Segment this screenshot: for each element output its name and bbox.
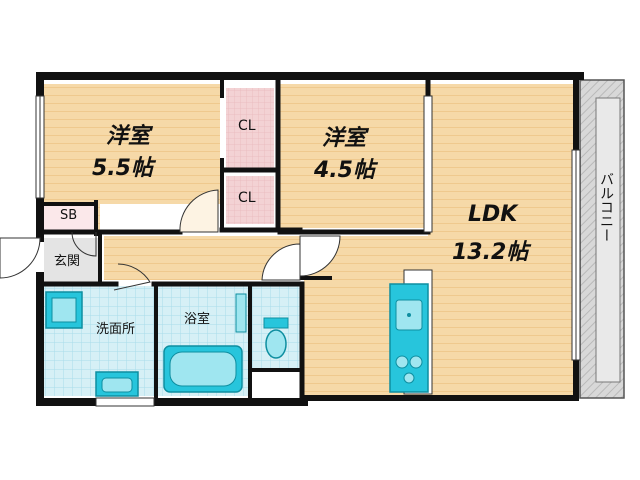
kitchen-counter bbox=[389, 269, 433, 395]
balcony bbox=[579, 79, 625, 399]
ldk-size: 13.2帖 bbox=[452, 240, 529, 265]
western2-name: 洋室 bbox=[322, 126, 367, 151]
bathroom-label: 浴室 bbox=[184, 312, 211, 327]
floors bbox=[44, 84, 574, 396]
balcony-label: バルコニー bbox=[598, 172, 614, 242]
ldk-name: LDK bbox=[468, 202, 518, 227]
doors bbox=[0, 189, 341, 291]
closets bbox=[42, 88, 274, 234]
western1-name: 洋室 bbox=[106, 124, 151, 149]
entrance-label: 玄関 bbox=[54, 254, 81, 269]
windows bbox=[35, 95, 581, 407]
shoebox-label: SB bbox=[60, 208, 78, 223]
closet2-label: CL bbox=[238, 190, 256, 206]
walls bbox=[36, 72, 584, 406]
bath-fixtures bbox=[45, 291, 289, 397]
western2-size: 4.5帖 bbox=[314, 158, 375, 183]
washroom-label: 洗面所 bbox=[96, 322, 136, 337]
western1-size: 5.5帖 bbox=[92, 156, 153, 181]
closet1-label: CL bbox=[238, 118, 256, 134]
